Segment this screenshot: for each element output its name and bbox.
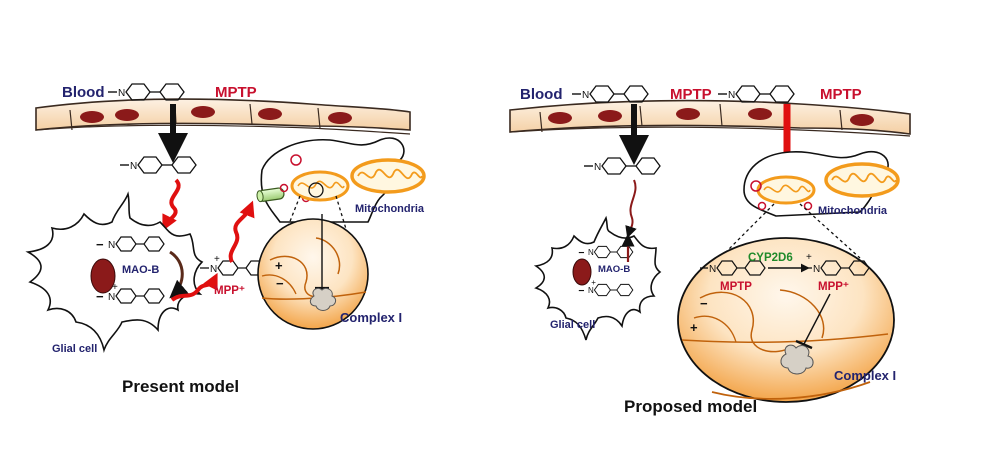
minus-sign: − [276, 276, 284, 291]
mptp-molecule-mito: N [700, 260, 766, 276]
complex-i-label: Complex I [834, 368, 896, 383]
red-blood-cell [548, 112, 572, 124]
glial-cell-label: Glial cell [52, 343, 97, 355]
red-blood-cell [328, 112, 352, 124]
plus-sign: + [690, 320, 698, 335]
complex-i-label: Complex I [340, 310, 402, 325]
svg-text:−: − [96, 237, 104, 252]
mpp-mito-label: MPP⁺ [818, 281, 849, 293]
mitochondrion-large [350, 158, 426, 194]
svg-text:N: N [588, 248, 594, 257]
mptp-molecule: N [108, 83, 185, 101]
svg-text:N: N [594, 162, 601, 173]
uptake-arrow [162, 178, 181, 232]
glial-cell-label: Glial cell [550, 319, 595, 331]
vesicle [803, 201, 813, 211]
plus-sign: + [275, 258, 283, 273]
blood-label: Blood [520, 86, 563, 103]
mptp-molecule-brain: N [584, 157, 661, 175]
dopamine-transporter [256, 187, 285, 203]
dat-uptake-arrow [228, 200, 255, 263]
proposed-model-title: Proposed model [624, 397, 757, 416]
right-panel: Blood N MPTP N MPTP N [509, 85, 911, 416]
svg-text:N: N [130, 161, 137, 172]
mao-b-label: MAO-B [122, 264, 159, 276]
mptp-label-2: MPTP [820, 86, 862, 103]
mptp-label: MPTP [670, 86, 712, 103]
mao-b-label: MAO-B [598, 264, 630, 275]
svg-text:−: − [578, 248, 584, 259]
red-blood-cell [115, 109, 139, 121]
svg-text:−: − [96, 289, 104, 304]
mitochondria-label: Mitochondria [818, 205, 888, 217]
mptp-molecule-glial: − N [96, 236, 165, 252]
mpp-molecule-glial: − + N [96, 282, 165, 304]
mitochondrion-zoom [677, 237, 895, 403]
svg-text:+: + [112, 282, 118, 293]
cyp2d6-label: CYP2D6 [748, 252, 793, 264]
complex-i-icon [309, 287, 337, 311]
left-panel: Blood N MPTP N − N [25, 83, 426, 396]
mitochondrion-small [756, 175, 816, 205]
red-blood-cell [850, 114, 874, 126]
minus-sign: − [700, 296, 708, 311]
present-model-title: Present model [122, 377, 239, 396]
red-blood-cell [748, 108, 772, 120]
right-blood-vessel [509, 99, 911, 137]
svg-text:N: N [118, 88, 125, 99]
svg-text:+: + [806, 252, 812, 263]
uptake-arrow [625, 179, 637, 239]
glial-nucleus [90, 258, 116, 294]
vesicle [750, 180, 762, 192]
mitochondria-label: Mitochondria [355, 203, 425, 215]
svg-text:N: N [108, 240, 115, 251]
svg-text:+: + [591, 278, 596, 287]
release-arrow [170, 272, 218, 302]
svg-text:N: N [728, 90, 735, 101]
mitochondrion-large [824, 162, 900, 198]
mpp-molecule-glial: − + N [578, 278, 634, 297]
red-blood-cell [258, 108, 282, 120]
mptp-label: MPTP [215, 84, 257, 101]
zoom-line [799, 203, 861, 259]
svg-text:N: N [709, 264, 716, 275]
svg-text:N: N [108, 292, 115, 303]
inhibition-line [803, 293, 831, 345]
complex-i-icon [780, 344, 814, 375]
mitochondrion-zoom [257, 218, 369, 330]
red-blood-cell [191, 106, 215, 118]
glial-nucleus [572, 258, 592, 286]
mptp-molecule: N [572, 85, 649, 103]
svg-text:+: + [214, 254, 220, 265]
mptp-molecule-glial: − N [578, 245, 634, 259]
inhibition-bar [795, 339, 813, 350]
zoom-line [719, 203, 775, 259]
blood-label: Blood [62, 84, 105, 101]
vesicle [279, 183, 289, 193]
vesicle [757, 201, 767, 211]
red-blood-cell [80, 111, 104, 123]
mpp-label: MPP⁺ [214, 285, 245, 297]
left-blood-vessel [35, 98, 411, 135]
mao-conversion-arrow [169, 250, 189, 299]
svg-text:N: N [813, 264, 820, 275]
mptp-molecule-brain: N [120, 156, 197, 174]
svg-text:−: − [578, 286, 584, 297]
mptp-mito-label: MPTP [720, 281, 752, 293]
vesicle [290, 154, 302, 166]
red-blood-cell [598, 110, 622, 122]
mitochondrion-small [290, 170, 350, 202]
red-blood-cell [676, 108, 700, 120]
mpp-molecule-mito: + N [804, 252, 870, 276]
svg-text:N: N [588, 286, 594, 295]
svg-text:N: N [582, 90, 589, 101]
mptp-molecule-2: N [718, 85, 795, 103]
svg-text:N: N [210, 264, 217, 275]
mpp-molecule-extracellular: + N [200, 254, 267, 276]
